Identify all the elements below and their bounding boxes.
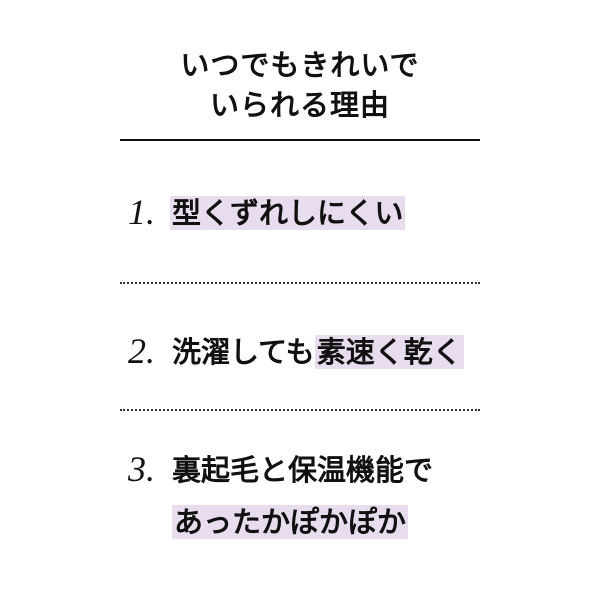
item-1-text: 型くずれしにくい [170, 193, 406, 233]
item-2-number: 2. [128, 331, 155, 371]
item-2-plain: 洗濯しても [172, 335, 315, 369]
item-3-number: 3. [128, 449, 155, 489]
item-2-text: 洗濯しても素速く乾く [172, 332, 464, 372]
divider-dotted-1 [120, 282, 480, 284]
divider-dotted-2 [120, 409, 480, 411]
item-3-text: あったかぽかぽか [172, 502, 409, 542]
title-divider [120, 139, 480, 141]
item-2-highlight: 素速く乾く [314, 335, 464, 369]
title-line-1: いつでもきれいで [180, 48, 420, 82]
item-3-highlight: あったかぽかぽか [172, 505, 409, 539]
title-line-2: いられる理由 [209, 88, 390, 122]
item-1-number: 1. [128, 192, 155, 232]
item-1-highlight: 型くずれしにくい [170, 196, 406, 230]
item-3-plain: 裏起毛と保温機能で [172, 453, 434, 487]
